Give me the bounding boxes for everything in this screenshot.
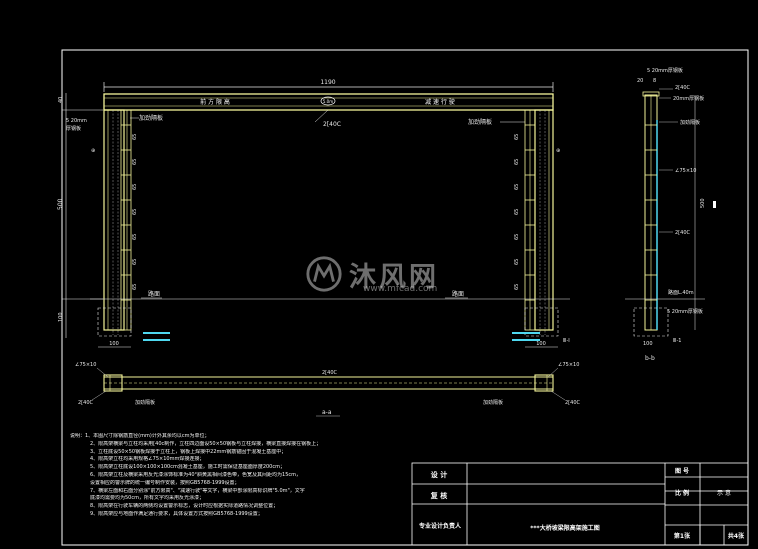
note-line: 7、横梁左面和右面分别涂"前方限高"、"减速行驶"等文字，横梁中部涂限高标识牌"… [90,487,305,494]
base-width-right: 100 [536,341,546,347]
plan-view-name: a-a [322,409,332,416]
left-footing [97,307,132,337]
road-label-right: 路面 [452,290,464,298]
plan-stiffener-left: 加劲隔板 [135,399,155,406]
column-spacing-label: 65 [132,134,138,140]
construction-notes: 说明：1、本图尺寸除钢筋直径(mm)计外其余均以cm为单位； 2、限高架横梁与立… [70,433,410,519]
cursor-marker [713,201,716,208]
side-plate-bottom: 5 20mm厚钢板 [667,308,703,315]
side-dim-a: 20 [637,78,643,84]
tb-sheets: 共4张 [728,532,745,540]
plan-angle-right: ∠75×10 [558,362,579,368]
side-view: 5 20mm厚钢板 20 8 2[40C 20mm厚钢板 加劲隔板 ∠75×10… [625,67,706,362]
plan-channel-right: 2[40C [565,400,580,406]
note-line: 9、限高架应与地面作满足通行要求，具体设置方式按照GB5768-1999设置； [90,510,263,517]
column-spacing-label: 65 [514,184,520,190]
column-spacing-label: 65 [132,259,138,265]
column-height-dim: 500 [57,198,64,210]
plate-note-1: 5 20mm [66,118,87,124]
base-width-left: 100 [109,341,119,347]
plan-view: ∠75×10 ∠75×10 2[40C 2[40C 2[40C 加劲隔板 加劲隔… [75,362,580,417]
top-beam [103,93,554,111]
watermark-logo-icon [306,256,342,292]
side-road: 路面L.40m [668,289,694,296]
beam-height-mark: 5.0m [323,99,333,104]
column-spacing-label: 65 [132,209,138,215]
front-section-mark: Ⅲ-Ⅰ [563,338,570,344]
side-height: 500 [700,198,706,208]
plan-channel-left: 2[40C [78,400,93,406]
note-line: 底漆均需要均为50cm，所有文字均采用反光涂漆； [90,495,204,502]
road-label-left: 路面 [148,290,160,298]
column-spacing-label: 65 [514,234,520,240]
plan-member: 2[40C [322,370,337,376]
plate-note-2: 厚钢板 [66,125,81,132]
column-spacing-label: 65 [514,284,520,290]
column-spacing-label: 65 [132,184,138,190]
beam-text-left: 前 方 限 高 [200,98,230,106]
drawing-title: ***大桥坡梁限高架施工图 [530,524,599,532]
right-column [534,109,554,331]
side-angle: ∠75×10 [675,168,696,174]
tb-sheet: 第1张 [673,532,691,540]
tb-review: 复 核 [430,491,447,500]
left-top-dim: 40 [58,97,64,103]
column-spacing-label: 65 [132,159,138,165]
note-line: 设置相应的警示牌的统一编号制作安装，按照GB5768-1999设置； [90,479,240,486]
column-spacing-dims: 65 65 65 65 65 65 65 65 65 65 65 65 65 65 [132,134,520,290]
column-spacing-label: 65 [514,259,520,265]
side-top-plate: 5 20mm厚钢板 [647,67,683,74]
column-spacing-label: 65 [132,234,138,240]
note-line: 8、限高架在行驶车辆的两侧均设置警示标志，设计时应根据实际道路情况调整位置； [90,503,279,510]
stiffener-label-left: 加劲隔板 [139,114,163,122]
title-block [411,462,749,546]
front-elevation: 1190 40 500 100 前 方 限 高 减 速 行 驶 5.0m 2[4… [57,79,570,348]
side-plate-20: 20mm厚钢板 [673,95,704,102]
side-section-mark: Ⅲ-1 [673,338,681,344]
plan-stiffener-right: 加劲隔板 [483,399,503,406]
note-line: 4、限高架立柱均采用规格∠75×10mm焊接连接； [90,456,205,463]
column-spacing-label: 65 [514,159,520,165]
side-channel-mid: 2[40C [675,230,690,236]
watermark-main: 沐风网 [349,262,439,293]
column-spacing-label: 65 [514,134,520,140]
tb-design: 设 计 [431,470,447,479]
base-height-dim: 100 [58,312,64,322]
svg-text:⊕: ⊕ [556,148,560,154]
watermark: 沐风网 www.mfcad.com [305,253,455,297]
right-footing [524,307,559,337]
beam-text-right: 减 速 行 驶 [425,98,455,106]
tb-scale-value: 示 意 [717,489,731,497]
side-channel-top: 2[40C [675,85,690,91]
overall-width-dim: 1190 [320,79,335,86]
side-base: 100 [643,341,653,347]
note-line: 3、立柱底设50×50钢板焊接于立柱上，钢板上焊接中22mm钢筋锚固于混凝土基座… [90,448,287,455]
side-view-name: b-b [645,355,655,362]
svg-text:⊕: ⊕ [91,148,95,154]
note-line: 5、限高架立柱底设100×100×100cm混凝土基座，施工时需保证基座面厚度2… [90,464,285,471]
side-dim-b: 8 [653,78,656,84]
tb-responsible: 专业设计负责人 [419,522,462,530]
note-line: 2、限高架横梁与立柱均采用[40c制作，立柱四边面设50×50钢板与立柱焊接，横… [90,440,322,447]
height-limit-sign [320,96,336,106]
stiffener-label-right: 加劲隔板 [468,118,492,126]
side-stiffener: 加劲隔板 [680,119,700,126]
left-column [103,109,125,331]
note-line: 6、限高架立柱及横梁采用反光漆涂饰标准为40°斜黄黑相间漆色带，色宽及其间距均为… [90,471,302,478]
tb-scale-label: 比 例 [675,489,689,497]
plan-angle-left: ∠75×10 [75,362,96,368]
beam-member-label: 2[40C [323,121,341,128]
drawing-border [61,49,749,546]
note-line: 说明：1、本图尺寸除钢筋直径(mm)计外其余均以cm为单位； [70,433,210,439]
tb-drawing-no: 图 号 [675,467,689,475]
column-spacing-label: 65 [514,209,520,215]
watermark-sub: www.mfcad.com [363,284,438,294]
column-spacing-label: 65 [132,284,138,290]
